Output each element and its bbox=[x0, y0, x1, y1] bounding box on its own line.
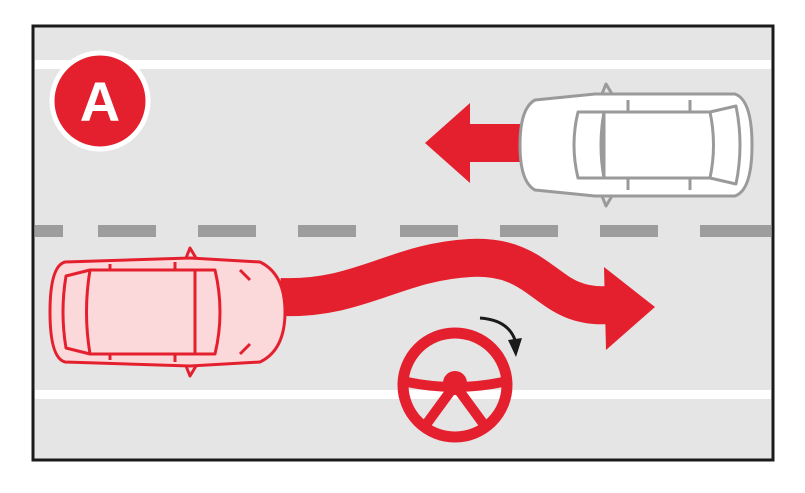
oncoming-car bbox=[518, 82, 754, 208]
left-arrow-icon bbox=[425, 103, 520, 183]
top-lane-edge-line bbox=[35, 60, 771, 69]
car-top-view-icon bbox=[518, 82, 754, 208]
path-arrow-head bbox=[604, 267, 655, 350]
curved-arrow-icon bbox=[479, 316, 522, 357]
own-car bbox=[48, 246, 287, 378]
scenario-badge-letter: A bbox=[80, 70, 120, 133]
swerve-path-arrow bbox=[279, 238, 655, 350]
car-top-view-icon bbox=[48, 246, 287, 378]
steering-wheel-icon bbox=[397, 327, 513, 443]
curved-path-arrow-icon bbox=[279, 238, 612, 325]
scenario-badge: A bbox=[49, 50, 151, 152]
center-dashed-line bbox=[35, 225, 771, 237]
